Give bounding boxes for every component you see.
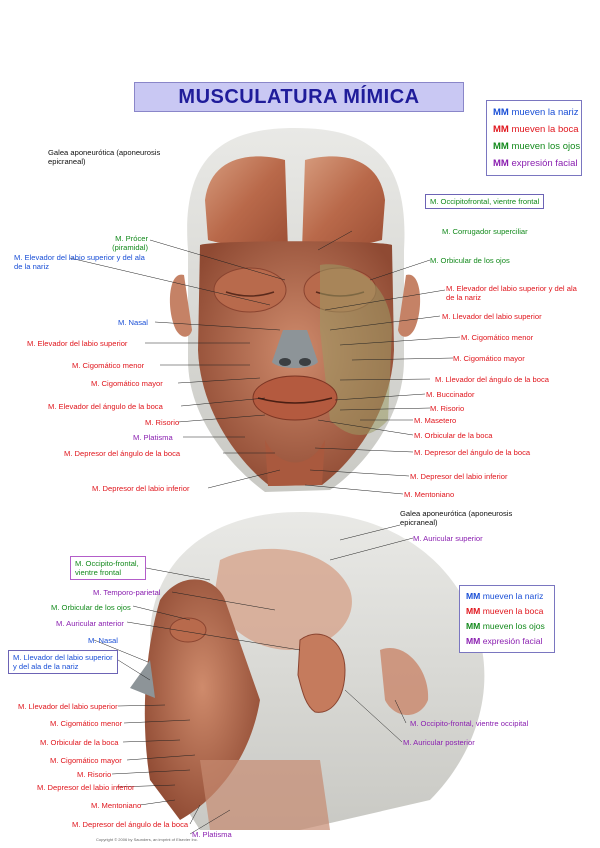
label-orbicular-ojos-lateral: M. Orbicular de los ojos	[51, 603, 131, 612]
label-line: M. Elevador del labio superior y del ala	[446, 284, 577, 293]
label-elev-angulo-right: M. Llevador del ángulo de la boca	[435, 375, 549, 384]
label-mentoniano-frontal: M. Mentoniano	[404, 490, 454, 499]
label-depresor-labio-inf-left: M. Depresor del labio inferior	[92, 484, 190, 493]
legend-eyes: MM mueven los ojos	[493, 138, 575, 155]
label-elev-labio-sup-lateral: M. Llevador del labio superior	[18, 702, 118, 711]
label-elev-angulo-left: M. Elevador del ángulo de la boca	[48, 402, 163, 411]
label-occipito-frontal-lateral: M. Occipito-frontal, vientre frontal	[70, 556, 146, 580]
legend-expression: MM expresión facial	[466, 634, 548, 649]
label-platisma-lateral: M. Platisma	[192, 830, 232, 839]
label-orbicular-boca-lateral: M. Orbicular de la boca	[40, 738, 119, 747]
label-risorio-left: M. Risorio	[145, 418, 179, 427]
label-auricular-superior: M. Auricular superior	[413, 534, 483, 543]
label-line: M. Prócer	[92, 234, 148, 243]
legend-mouth: MM mueven la boca	[493, 121, 575, 138]
label-line: Galea aponeurótica (aponeurosis	[400, 509, 512, 518]
label-auricular-posterior: M. Auricular posterior	[403, 738, 475, 747]
legend-nose: MM mueven la nariz	[493, 104, 575, 121]
label-line: M. Elevador del labio superior y del ala	[14, 253, 145, 262]
copyright-note: Copyright © 2006 by Saunders, an imprint…	[96, 837, 198, 842]
legend-mouth: MM mueven la boca	[466, 604, 548, 619]
label-corrugador: M. Corrugador superciliar	[442, 227, 528, 236]
color-legend-bottom: MM mueven la nariz MM mueven la boca MM …	[459, 585, 555, 653]
label-depresor-labio-inf-right: M. Depresor del labio inferior	[410, 472, 508, 481]
label-depresor-angulo-lateral: M. Depresor del ángulo de la boca	[72, 820, 188, 829]
label-cigomatico-mayor-left: M. Cigomático mayor	[91, 379, 163, 388]
label-line: epicraneal)	[400, 518, 512, 527]
label-nasal-lateral: M. Nasal	[88, 636, 118, 645]
label-nasal-frontal: M. Nasal	[118, 318, 148, 327]
label-elevador-ala-lateral: M. Llevador del labio superior y del ala…	[8, 650, 118, 674]
label-line: de la nariz	[14, 262, 145, 271]
label-mentoniano-lateral: M. Mentoniano	[91, 801, 141, 810]
label-line: M. Occipito-frontal,	[75, 559, 141, 568]
label-occipital-lateral: M. Occipito-frontal, vientre occipital	[410, 719, 528, 728]
label-depresor-angulo-left: M. Depresor del ángulo de la boca	[64, 449, 180, 458]
label-buccinador: M. Buccinador	[426, 390, 475, 399]
label-line: M. Llevador del labio superior	[13, 653, 113, 662]
label-procer: M. Prócer (piramidal)	[92, 234, 148, 252]
label-galea-frontal: Galea aponeurótica (aponeurosis epicrane…	[48, 148, 160, 166]
label-elevador-ala-left: M. Elevador del labio superior y del ala…	[14, 253, 145, 271]
label-masetero: M. Masetero	[414, 416, 456, 425]
legend-nose: MM mueven la nariz	[466, 589, 548, 604]
label-cigomatico-menor-right: M. Cigomático menor	[461, 333, 533, 342]
label-auricular-anterior: M. Auricular anterior	[56, 619, 124, 628]
label-line: vientre frontal	[75, 568, 141, 577]
label-orbicular-boca-frontal: M. Orbicular de la boca	[414, 431, 493, 440]
label-elev-labio-sup-right: M. Llevador del labio superior	[442, 312, 542, 321]
color-legend-top: MM mueven la nariz MM mueven la boca MM …	[486, 100, 582, 176]
label-temporo-parietal: M. Temporo-parietal	[93, 588, 160, 597]
label-orbicular-ojos-frontal: M. Orbicular de los ojos	[430, 256, 510, 265]
label-cigomatico-menor-lateral: M. Cigomático menor	[50, 719, 122, 728]
label-line: (piramidal)	[92, 243, 148, 252]
label-elev-labio-sup-left: M. Elevador del labio superior	[27, 339, 127, 348]
label-elevador-ala-right: M. Elevador del labio superior y del ala…	[446, 284, 577, 302]
label-depresor-angulo-right: M. Depresor del ángulo de la boca	[414, 448, 530, 457]
label-line: epicraneal)	[48, 157, 160, 166]
label-galea-lateral: Galea aponeurótica (aponeurosis epicrane…	[400, 509, 512, 527]
label-depresor-labio-inf-lateral: M. Depresor del labio inferior	[37, 783, 135, 792]
lateral-head-illustration	[130, 512, 484, 830]
label-occipitofrontal-frontal: M. Occipitofrontal, vientre frontal	[425, 194, 544, 209]
legend-eyes: MM mueven los ojos	[466, 619, 548, 634]
legend-expression: MM expresión facial	[493, 155, 575, 172]
label-cigomatico-menor-left: M. Cigomático menor	[72, 361, 144, 370]
label-line: Galea aponeurótica (aponeurosis	[48, 148, 160, 157]
label-cigomatico-mayor-right: M. Cigomático mayor	[453, 354, 525, 363]
label-line: de la nariz	[446, 293, 577, 302]
frontal-face-illustration	[170, 128, 420, 492]
label-risorio-right: M. Risorio	[430, 404, 464, 413]
label-line: y del ala de la nariz	[13, 662, 113, 671]
label-platisma-frontal: M. Platisma	[133, 433, 173, 442]
label-risorio-lateral: M. Risorio	[77, 770, 111, 779]
label-cigomatico-mayor-lateral: M. Cigomático mayor	[50, 756, 122, 765]
